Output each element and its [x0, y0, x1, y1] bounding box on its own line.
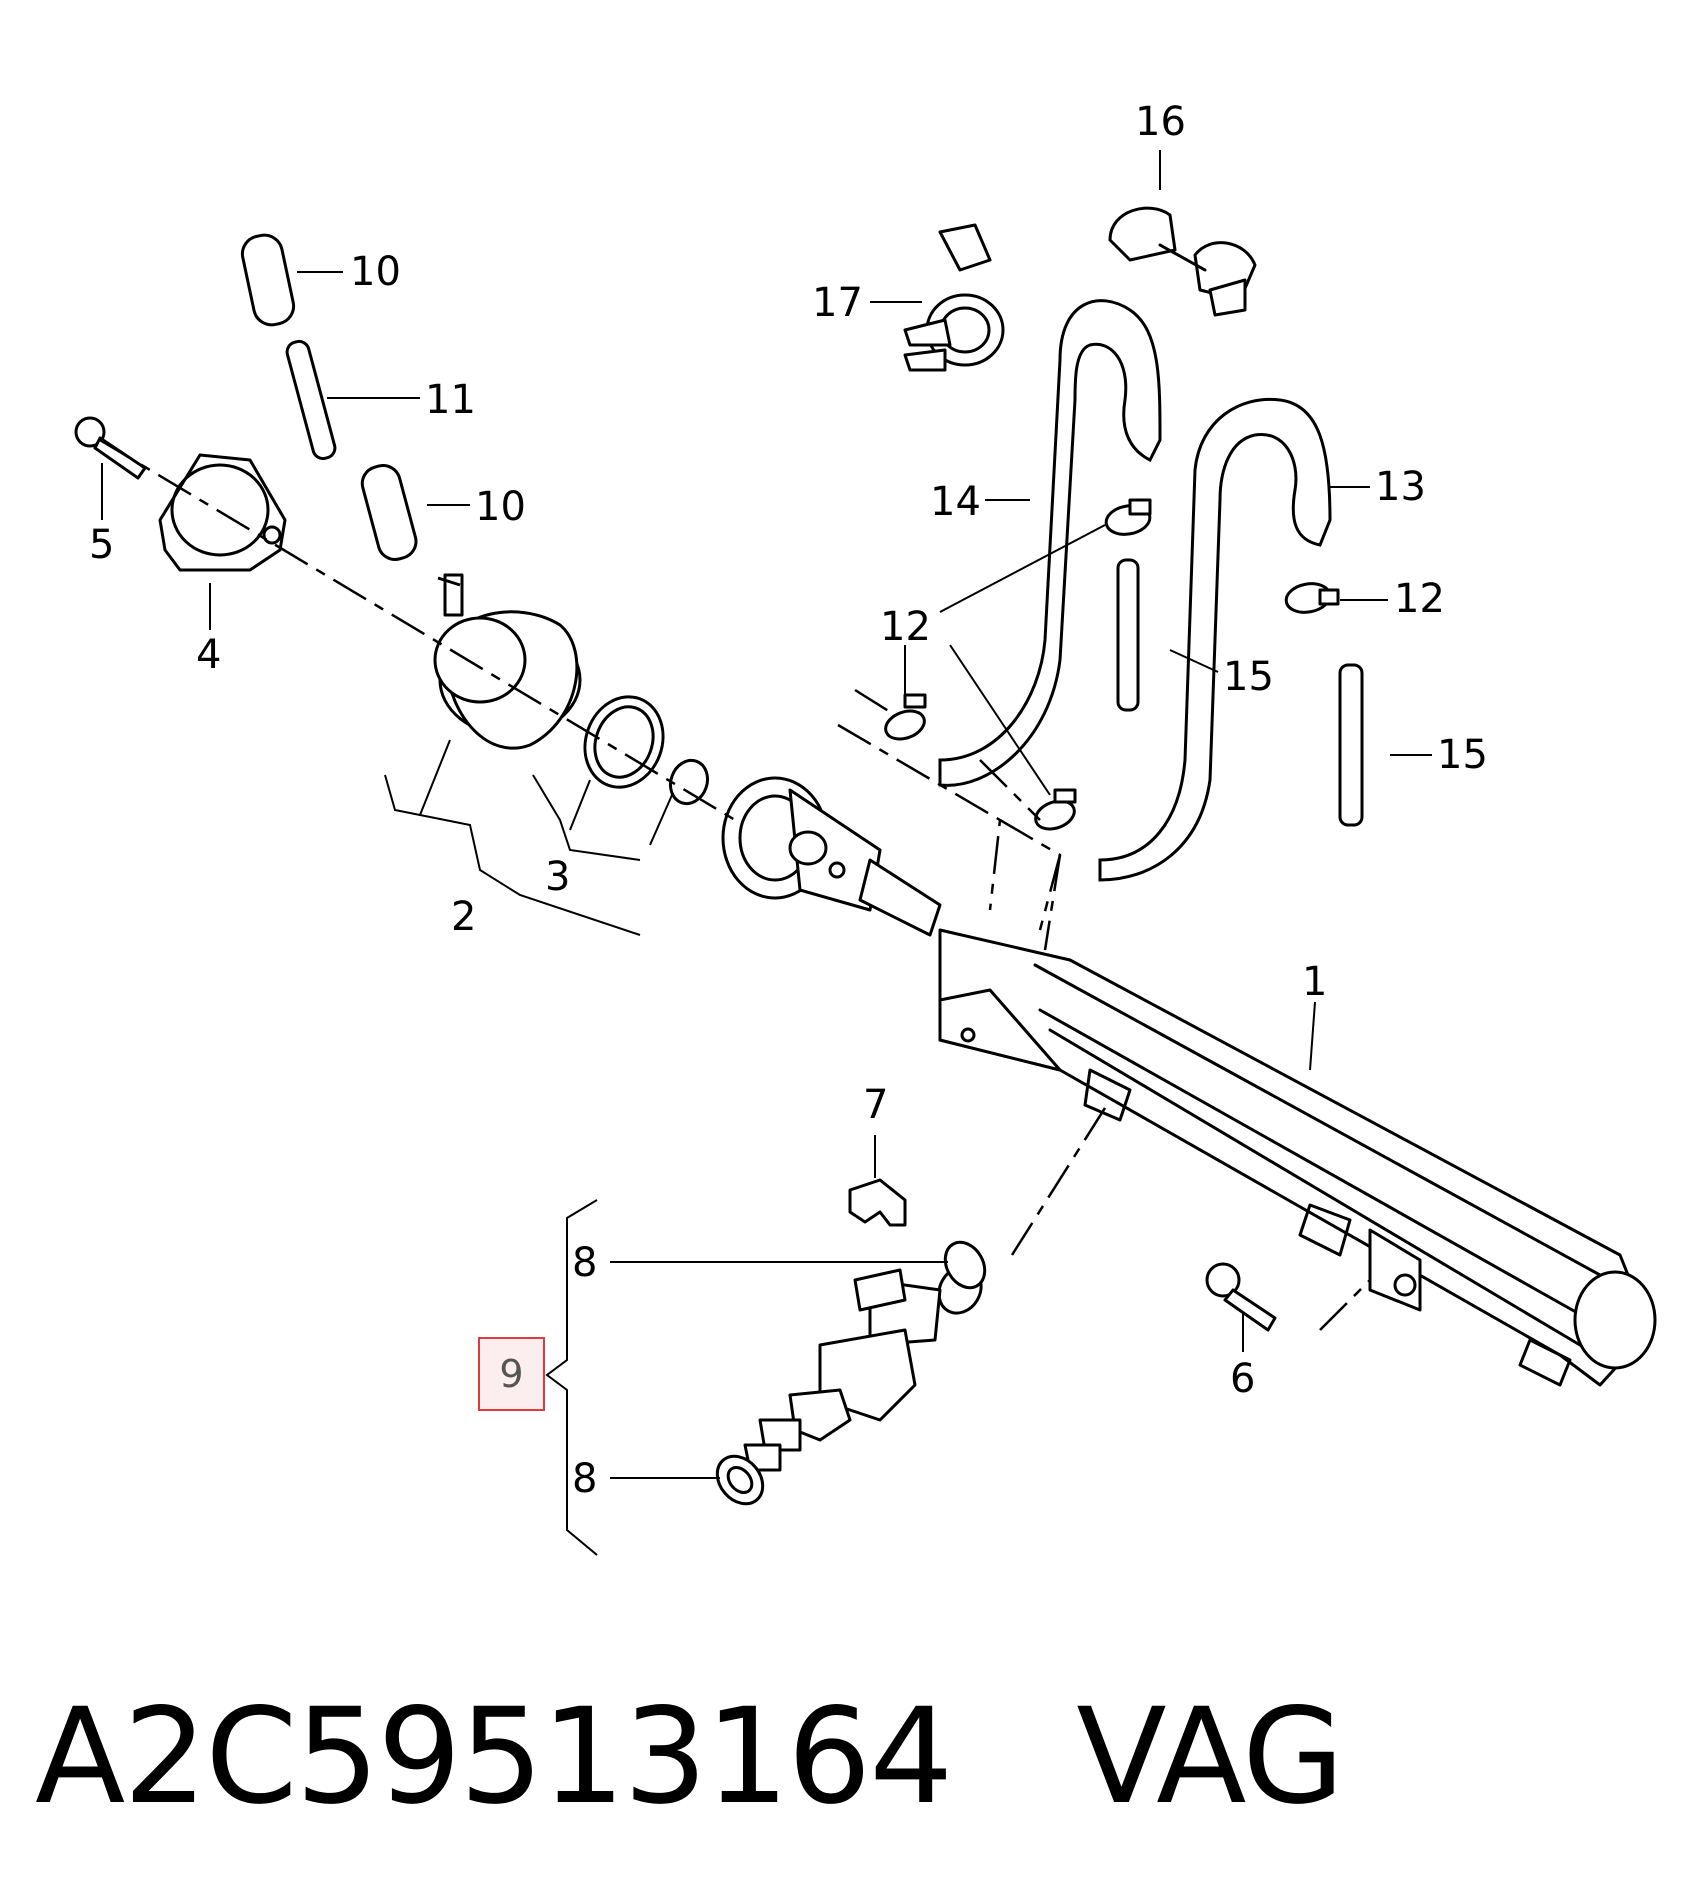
- callout-14: 14: [930, 479, 981, 525]
- part-number: A2C59513164: [35, 1680, 953, 1834]
- clamp-12-a: [884, 693, 927, 741]
- assembly-axis: [99, 438, 736, 822]
- leaders: [101, 150, 1432, 1556]
- callout-10-lower: 10: [475, 484, 526, 530]
- callout-1: 1: [1302, 959, 1327, 1005]
- clamp-12-d: [1284, 582, 1340, 614]
- callout-9: 9: [499, 1352, 524, 1396]
- callout-12-center: 12: [880, 604, 931, 650]
- clamp-12-b: [1034, 788, 1077, 831]
- callout-2: 2: [451, 894, 476, 940]
- seal-lower: [715, 1454, 765, 1506]
- callout-4: 4: [196, 632, 221, 678]
- callout-10-upper: 10: [350, 249, 401, 295]
- callout-12-right: 12: [1394, 576, 1445, 622]
- callout-15-center: 15: [1223, 654, 1274, 700]
- fuel-injector: [743, 1265, 983, 1472]
- callout-17: 17: [812, 280, 863, 326]
- brand-name: VAG: [1076, 1680, 1344, 1834]
- callout-7: 7: [863, 1082, 888, 1128]
- retaining-clip: [848, 1178, 907, 1227]
- pressure-regulator: [433, 573, 582, 750]
- clamp-12-c: [1104, 498, 1152, 536]
- callout-15-right: 15: [1437, 732, 1488, 778]
- callout-3: 3: [545, 854, 570, 900]
- callout-11: 11: [425, 377, 476, 423]
- pipe-15-left: [1116, 558, 1140, 712]
- callout-8-upper: 8: [572, 1240, 597, 1286]
- callout-8-lower: 8: [572, 1456, 597, 1502]
- callout-13: 13: [1375, 464, 1426, 510]
- callout-16: 16: [1135, 99, 1186, 145]
- bolt-6: [1205, 1262, 1277, 1332]
- callout-6: 6: [1230, 1356, 1255, 1402]
- seal-upper: [943, 1240, 987, 1290]
- hose-10-lower: [360, 464, 418, 561]
- clip-16: [1108, 206, 1257, 317]
- o-ring-large: [583, 695, 665, 789]
- hose-10-upper: [240, 233, 296, 327]
- holder-17: [903, 223, 1005, 372]
- bolt-5: [74, 416, 147, 480]
- footer-caption: A2C59513164 VAG: [35, 1680, 1344, 1834]
- regulator-mount: [721, 776, 942, 937]
- hose-14: [938, 299, 1162, 787]
- highlight-box-part-9: [478, 1337, 545, 1411]
- pipe-15-right: [1338, 663, 1364, 827]
- callout-5: 5: [89, 522, 114, 568]
- hose-13: [1098, 397, 1332, 882]
- tube-11: [285, 339, 337, 461]
- fuel-rail: [938, 928, 1657, 1387]
- o-ring-small: [668, 758, 710, 806]
